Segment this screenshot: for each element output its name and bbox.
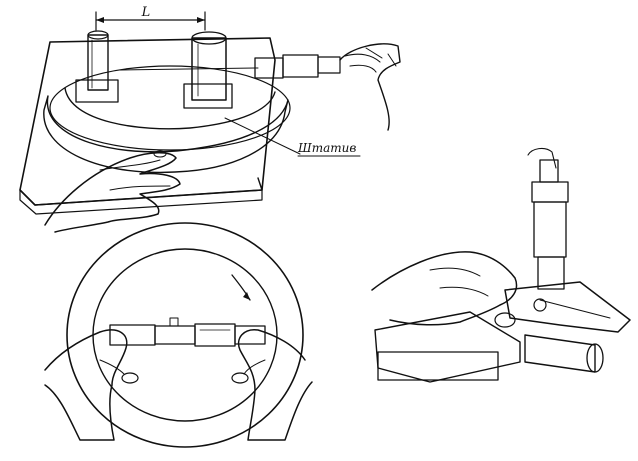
ring-outer xyxy=(66,222,304,448)
dimension-label: L xyxy=(141,5,151,20)
label-leader-line xyxy=(224,117,301,155)
panel-stand-measurement xyxy=(371,147,631,383)
dimension-line xyxy=(95,11,206,31)
measuring-plate xyxy=(374,311,521,383)
hand-on-stand xyxy=(371,251,518,328)
ring-workpiece xyxy=(43,65,291,174)
indicator-column xyxy=(527,147,569,290)
panel-ring-measurement xyxy=(44,222,313,448)
stand-frame xyxy=(504,281,631,333)
panel-measuring-distance: L xyxy=(19,5,401,233)
pointer-label: Штатив xyxy=(297,141,356,155)
left-hand-ring xyxy=(44,329,139,441)
left-pin xyxy=(75,30,119,103)
right-hand xyxy=(339,43,401,131)
inside-micrometer xyxy=(109,317,266,347)
micrometer-head xyxy=(119,54,341,79)
base-block xyxy=(19,37,276,215)
left-hand xyxy=(44,150,181,233)
cylindrical-part xyxy=(524,334,604,373)
right-hand-ring xyxy=(231,329,313,441)
